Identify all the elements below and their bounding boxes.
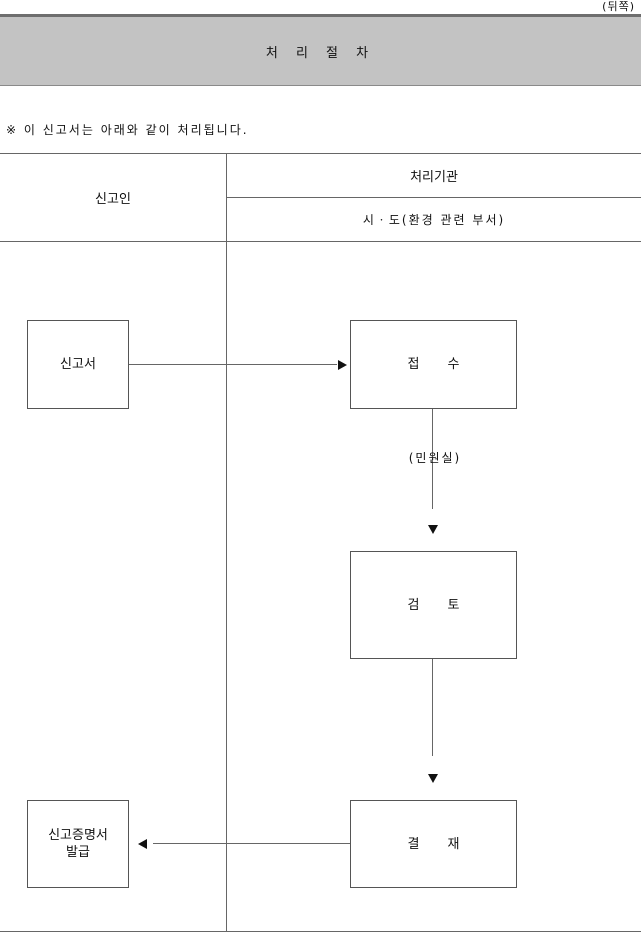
- applicant-column-header: 신고인: [95, 192, 131, 207]
- back-side-label: (뒤쪽): [602, 0, 635, 13]
- connector-form-to-receipt: [129, 364, 337, 365]
- review-label: 검 토: [407, 597, 472, 613]
- connector-receipt-to-review: [432, 409, 433, 509]
- approval-box: 결 재: [350, 800, 517, 888]
- certificate-label-line1: 신고증명서: [48, 828, 108, 843]
- agency-column-header: 처리기관: [410, 170, 458, 185]
- arrow-down-icon: [428, 774, 438, 783]
- review-box: 검 토: [350, 551, 517, 659]
- column-divider: [226, 153, 227, 932]
- receipt-office-label: (민원실): [408, 451, 462, 465]
- title-band: 처 리 절 차: [0, 14, 641, 86]
- table-top-border: [0, 153, 641, 154]
- receipt-label: 접 수: [407, 357, 472, 372]
- arrow-left-icon: [138, 839, 147, 849]
- agency-header-divider: [227, 197, 641, 198]
- connector-approval-to-certificate: [153, 843, 350, 844]
- arrow-right-icon: [338, 360, 347, 370]
- certificate-issue-box: 신고증명서 발급: [27, 800, 129, 888]
- connector-review-to-approval: [432, 659, 433, 756]
- processing-note: ※ 이 신고서는 아래와 같이 처리됩니다.: [6, 123, 249, 137]
- arrow-down-icon: [428, 525, 438, 534]
- report-form-box: 신고서: [27, 320, 129, 409]
- report-form-label: 신고서: [60, 357, 96, 372]
- approval-label: 결 재: [407, 836, 472, 852]
- header-bottom-border: [0, 241, 641, 242]
- receipt-box: 접 수: [350, 320, 517, 409]
- certificate-label-line2: 발급: [66, 845, 90, 860]
- page-title: 처 리 절 차: [265, 45, 376, 61]
- agency-sub-header: 시ㆍ도(환경 관련 부서): [362, 213, 506, 227]
